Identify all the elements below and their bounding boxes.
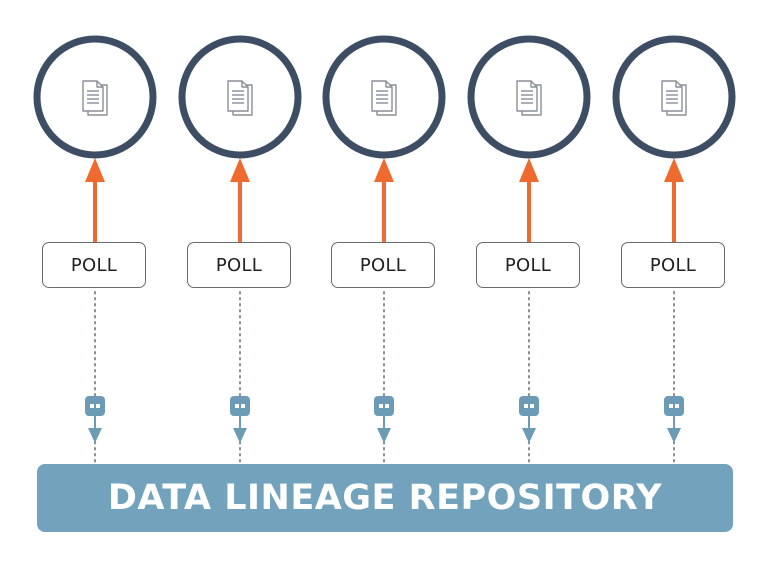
poll-label: POLL bbox=[215, 254, 263, 276]
connector-icon bbox=[85, 396, 105, 416]
poll-arrow-head bbox=[230, 158, 250, 182]
poll-box-2: POLL bbox=[187, 242, 291, 288]
source-node-1 bbox=[33, 35, 157, 464]
poll-box-4: POLL bbox=[476, 242, 580, 288]
source-node-2 bbox=[178, 35, 302, 464]
poll-label: POLL bbox=[70, 254, 118, 276]
connector-icon bbox=[664, 396, 684, 416]
poll-arrow-head bbox=[664, 158, 684, 182]
document-icon bbox=[516, 80, 542, 116]
connector-arrow-head bbox=[233, 428, 247, 443]
data-lineage-repository-bar: DATA LINEAGE REPOSITORY bbox=[37, 464, 733, 532]
document-icon bbox=[82, 80, 108, 116]
connector-icon bbox=[374, 396, 394, 416]
poll-label: POLL bbox=[504, 254, 552, 276]
connector-arrow-head bbox=[522, 428, 536, 443]
connector-icon bbox=[230, 396, 250, 416]
poll-arrow-head bbox=[519, 158, 539, 182]
repository-label: DATA LINEAGE REPOSITORY bbox=[107, 478, 663, 518]
connector-arrow-head bbox=[377, 428, 391, 443]
connector-icon bbox=[519, 396, 539, 416]
document-icon bbox=[661, 80, 687, 116]
poll-arrow-head bbox=[85, 158, 105, 182]
poll-label: POLL bbox=[649, 254, 697, 276]
poll-arrow-head bbox=[374, 158, 394, 182]
poll-box-5: POLL bbox=[621, 242, 725, 288]
source-node-5 bbox=[612, 35, 736, 464]
source-node-4 bbox=[467, 35, 591, 464]
poll-box-3: POLL bbox=[331, 242, 435, 288]
connector-arrow-head bbox=[667, 428, 681, 443]
poll-box-1: POLL bbox=[42, 242, 146, 288]
poll-label: POLL bbox=[359, 254, 407, 276]
source-node-3 bbox=[322, 35, 446, 464]
document-icon bbox=[371, 80, 397, 116]
connector-arrow-head bbox=[88, 428, 102, 443]
document-icon bbox=[227, 80, 253, 116]
